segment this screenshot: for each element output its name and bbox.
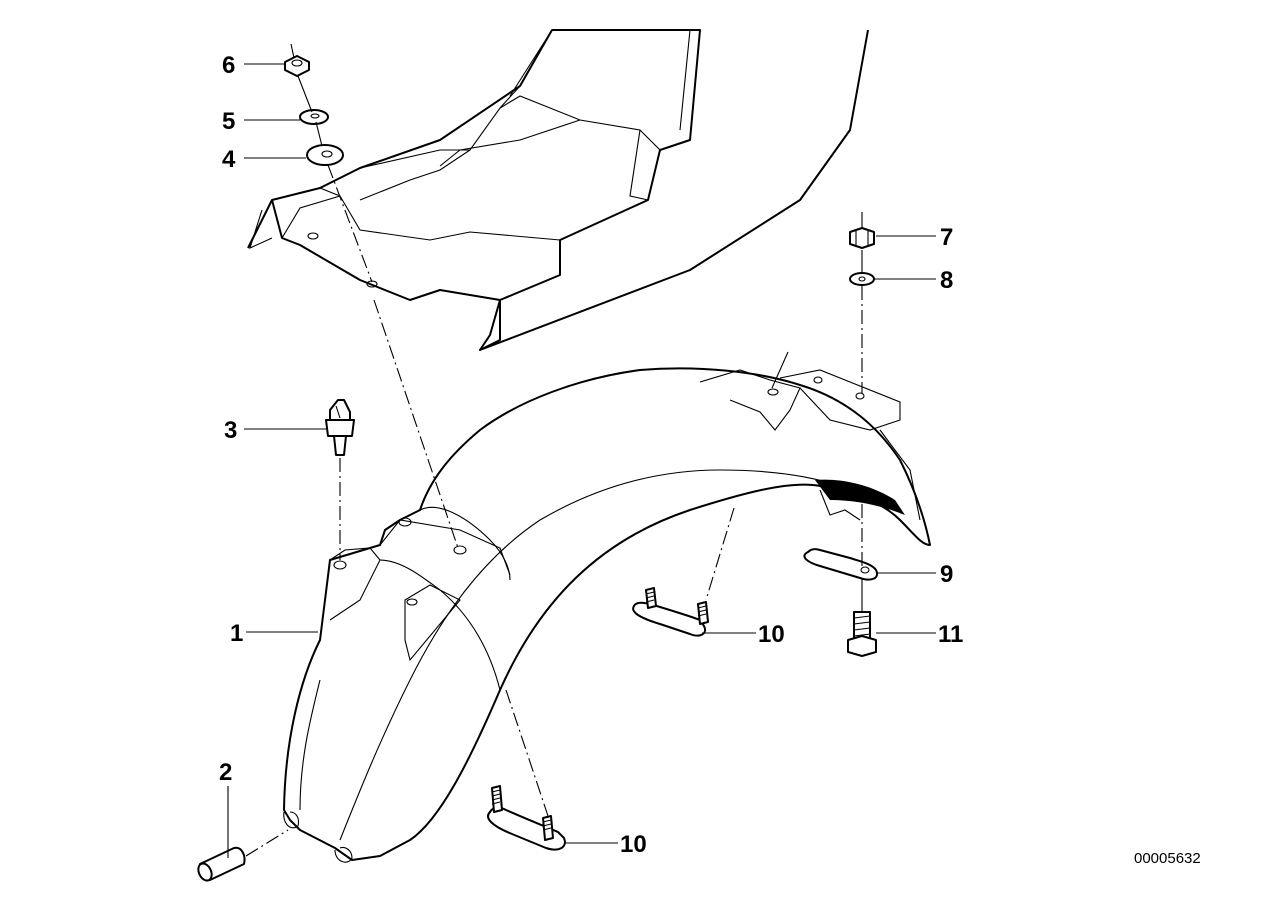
rubber-buffer-3 xyxy=(325,399,355,456)
stud-plate-10b xyxy=(487,785,566,851)
callout-7: 7 xyxy=(940,224,953,251)
leader-lines xyxy=(227,63,936,858)
callout-10b: 10 xyxy=(620,831,647,858)
rear-frame-section xyxy=(247,29,869,351)
washer-8 xyxy=(849,272,875,286)
stud-plate-10a xyxy=(632,587,709,637)
callout-3: 3 xyxy=(224,417,237,444)
callout-5: 5 xyxy=(222,108,235,135)
callout-4: 4 xyxy=(222,146,236,173)
callout-8: 8 xyxy=(940,267,953,294)
callout-9: 9 xyxy=(940,561,953,588)
rubber-washer-4 xyxy=(306,144,344,166)
diagram-code: 00005632 xyxy=(1134,850,1201,867)
callout-1: 1 xyxy=(230,620,243,647)
callout-6: 6 xyxy=(222,52,235,79)
plate-9 xyxy=(803,548,878,581)
callout-11: 11 xyxy=(938,621,963,648)
nut-6 xyxy=(284,43,310,77)
sleeve-2 xyxy=(197,846,246,882)
callout-2: 2 xyxy=(219,759,232,786)
rear-mudguard xyxy=(283,367,931,863)
bolt-11 xyxy=(847,578,877,657)
washer-5 xyxy=(299,109,329,125)
nut-7 xyxy=(849,212,875,249)
callout-10a: 10 xyxy=(758,621,785,648)
